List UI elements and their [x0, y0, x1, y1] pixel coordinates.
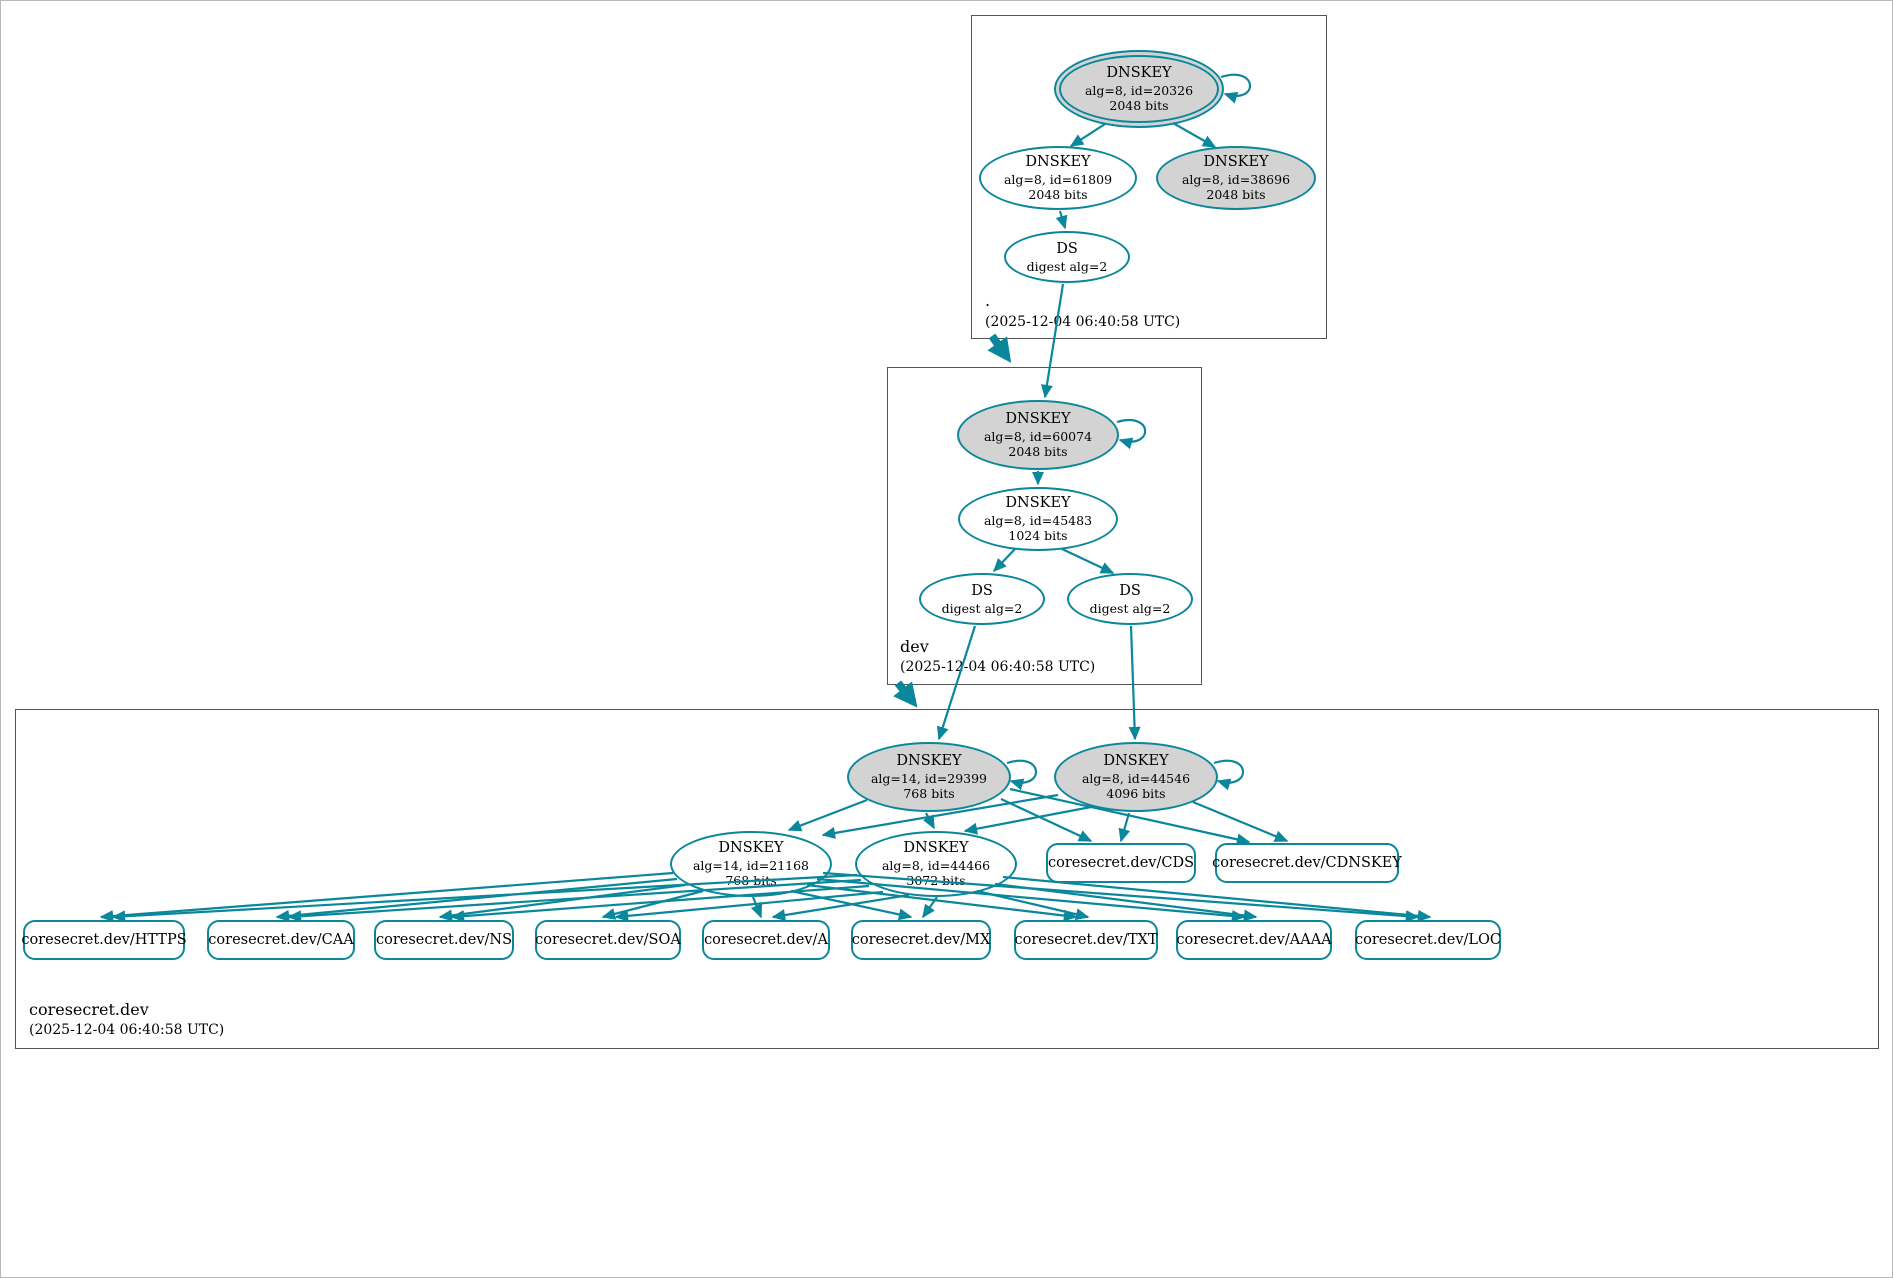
ds-node-dev-2: DS digest alg=2 — [1067, 573, 1193, 625]
rrset-https: coresecret.dev/HTTPS — [21, 920, 187, 960]
node-detail: alg=8, id=38696 — [1181, 171, 1291, 187]
rrset-ns: coresecret.dev/NS — [374, 920, 514, 960]
node-title: DNSKEY — [1203, 153, 1269, 170]
node-bits: 2048 bits — [1109, 98, 1169, 114]
node-title: DNSKEY — [1103, 752, 1169, 769]
node-detail: alg=8, id=44546 — [1081, 770, 1191, 786]
node-title: DNSKEY — [718, 839, 784, 856]
dnskey-node-44546: DNSKEY alg=8, id=44546 4096 bits — [1054, 742, 1218, 812]
node-detail: alg=14, id=29399 — [870, 770, 987, 786]
node-title: DNSKEY — [903, 839, 969, 856]
dnskey-node-21168: DNSKEY alg=14, id=21168 768 bits — [670, 831, 832, 897]
zone-label-coresecret: coresecret.dev — [29, 1000, 149, 1019]
node-title: DNSKEY — [896, 752, 962, 769]
zone-timestamp-root: (2025-12-04 06:40:58 UTC) — [985, 314, 1181, 330]
zone-timestamp-coresecret: (2025-12-04 06:40:58 UTC) — [29, 1022, 225, 1038]
node-bits: 2048 bits — [1008, 444, 1068, 460]
rrset-aaaa: coresecret.dev/AAAA — [1176, 920, 1332, 960]
zone-label-root: . — [985, 291, 991, 310]
node-title: DNSKEY — [1025, 153, 1091, 170]
rrset-soa: coresecret.dev/SOA — [535, 920, 681, 960]
ds-node-root: DS digest alg=2 — [1004, 231, 1130, 283]
node-detail: digest alg=2 — [1089, 600, 1171, 616]
rrset-txt: coresecret.dev/TXT — [1014, 920, 1158, 960]
node-bits: 768 bits — [903, 786, 955, 802]
node-title: DS — [971, 582, 993, 599]
node-detail: alg=8, id=44466 — [881, 857, 991, 873]
node-detail: alg=8, id=20326 — [1084, 82, 1194, 98]
dnskey-node-29399: DNSKEY alg=14, id=29399 768 bits — [847, 742, 1011, 812]
dnskey-node-44466: DNSKEY alg=8, id=44466 3072 bits — [855, 831, 1017, 897]
rrset-loc: coresecret.dev/LOC — [1355, 920, 1501, 960]
node-detail: alg=8, id=60074 — [983, 428, 1093, 444]
rrset-caa: coresecret.dev/CAA — [207, 920, 355, 960]
rrset-cdnskey: coresecret.dev/CDNSKEY — [1212, 843, 1402, 883]
rrset-mx: coresecret.dev/MX — [851, 920, 991, 960]
zone-label-dev: dev — [900, 637, 929, 656]
ds-node-dev-1: DS digest alg=2 — [919, 573, 1045, 625]
node-bits: 3072 bits — [906, 873, 966, 889]
zone-timestamp-dev: (2025-12-04 06:40:58 UTC) — [900, 659, 1096, 675]
node-bits: 768 bits — [725, 873, 777, 889]
dnskey-node-61809: DNSKEY alg=8, id=61809 2048 bits — [979, 146, 1137, 210]
node-bits: 2048 bits — [1206, 187, 1266, 203]
node-detail: digest alg=2 — [941, 600, 1023, 616]
node-detail: digest alg=2 — [1026, 258, 1108, 274]
dnskey-node-38696: DNSKEY alg=8, id=38696 2048 bits — [1156, 146, 1316, 210]
dnskey-node-45483: DNSKEY alg=8, id=45483 1024 bits — [958, 487, 1118, 551]
node-bits: 4096 bits — [1106, 786, 1166, 802]
node-bits: 2048 bits — [1028, 187, 1088, 203]
zone-box-root — [971, 15, 1327, 339]
node-title: DNSKEY — [1005, 494, 1071, 511]
node-detail: alg=8, id=61809 — [1003, 171, 1113, 187]
node-bits: 1024 bits — [1008, 528, 1068, 544]
node-detail: alg=14, id=21168 — [692, 857, 809, 873]
dnskey-node-60074: DNSKEY alg=8, id=60074 2048 bits — [957, 400, 1119, 470]
node-title: DS — [1056, 240, 1078, 257]
rrset-a: coresecret.dev/A — [702, 920, 830, 960]
node-title: DNSKEY — [1005, 410, 1071, 427]
dnskey-node-20326: DNSKEY alg=8, id=20326 2048 bits — [1054, 50, 1224, 128]
node-detail: alg=8, id=45483 — [983, 512, 1093, 528]
node-title: DS — [1119, 582, 1141, 599]
rrset-cds: coresecret.dev/CDS — [1046, 843, 1196, 883]
node-title: DNSKEY — [1106, 64, 1172, 81]
